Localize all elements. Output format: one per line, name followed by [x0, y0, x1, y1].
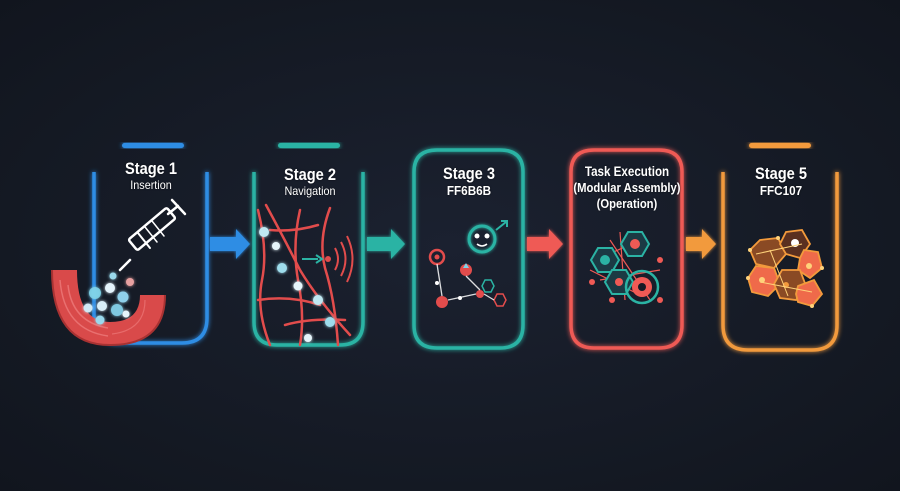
- modular-assembly-icon: [589, 231, 663, 305]
- arrow-4: [686, 229, 716, 259]
- vessel-network-icon: [256, 203, 352, 347]
- arrow-2: [367, 229, 405, 259]
- stage-5-label: Stage 5 FFC107: [731, 164, 831, 198]
- stage-3-label: Stage 3 FF6B6B: [419, 164, 519, 198]
- stage-5-title: Stage 5: [754, 164, 808, 183]
- stage-2-subtitle: Navigation: [284, 184, 336, 198]
- nanoparticle-cluster-icon: [83, 272, 134, 325]
- stage-1-title: Stage 1: [124, 159, 178, 178]
- stage-2-panel: [252, 143, 365, 347]
- stage-2-title: Stage 2: [283, 165, 337, 184]
- arrow-3: [527, 229, 563, 259]
- stage-4-panel: [569, 148, 684, 350]
- stage-4-label: Task Execution (Modular Assembly) (Opera…: [566, 164, 688, 212]
- stage-2-label: Stage 2 Navigation: [260, 165, 360, 199]
- arrow-1: [210, 229, 250, 259]
- syringe-icon: [118, 198, 187, 272]
- stage-1-subtitle: Insertion: [130, 178, 172, 192]
- stage-5-subtitle: FFC107: [759, 183, 803, 198]
- stage-4-subtitle: (Modular Assembly): [573, 181, 681, 195]
- stage-4-title: Task Execution: [584, 164, 670, 179]
- stage-3-title: Stage 3: [442, 164, 496, 183]
- stage-3-subtitle: FF6B6B: [446, 183, 492, 198]
- navigating-nanobots-icon: [259, 227, 335, 342]
- hexagon-assembly-icon: [746, 229, 824, 308]
- nanobot-cluster-icon: [428, 220, 508, 308]
- signal-wave-icon: [302, 235, 354, 283]
- stage-3-panel: [412, 148, 525, 350]
- stage-4-subtitle-2: (Operation): [596, 197, 658, 211]
- blood-vessel-icon: [51, 269, 166, 347]
- stage-1-label: Stage 1 Insertion: [101, 159, 201, 193]
- stage-5-panel: [721, 143, 839, 352]
